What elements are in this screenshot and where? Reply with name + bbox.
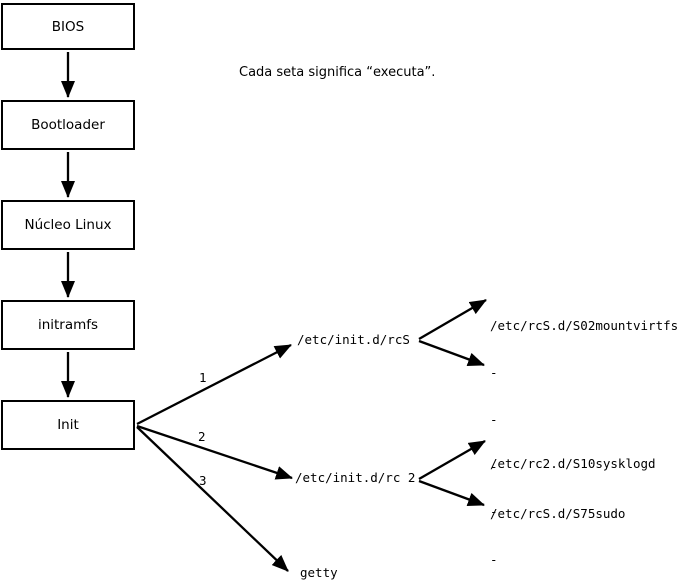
node-bootloader: Bootloader <box>1 100 135 150</box>
ellipsis-dash: - <box>490 552 498 567</box>
node-init: Init <box>1 400 135 450</box>
rc2-script-list: /etc/rc2.d/S10sysklogd - - - /etc/rc2.d/… <box>490 425 656 583</box>
arrow-rc2-to-last-script <box>418 479 485 507</box>
label-init-d-rc2: /etc/init.d/rc 2 <box>295 470 416 485</box>
ellipsis-dash: - <box>490 365 498 380</box>
branch-order-1: 1 <box>199 370 207 385</box>
rc2-first-script: /etc/rc2.d/S10sysklogd <box>490 456 656 471</box>
arrow-rcs-to-first-script <box>418 299 487 340</box>
arrow-rc2-to-first-script <box>418 440 486 480</box>
node-kernel: Núcleo Linux <box>1 200 135 250</box>
arrow-rcs-to-last-script <box>418 339 485 367</box>
ellipsis-dash: - <box>490 412 498 427</box>
rcs-script-list: /etc/rcS.d/S02mountvirtfs - - - /etc/rcS… <box>490 287 678 552</box>
arrow-init-to-rcs <box>136 343 292 426</box>
arrow-init-to-rc2 <box>136 424 293 480</box>
label-getty: getty <box>300 565 338 580</box>
legend-note: Cada seta significa “executa”. <box>239 65 436 80</box>
label-init-d-rcs: /etc/init.d/rcS <box>297 332 410 347</box>
branch-order-3: 3 <box>199 473 207 488</box>
branch-order-2: 2 <box>198 429 206 444</box>
ellipsis-dash: - <box>490 459 498 474</box>
rcs-first-script: /etc/rcS.d/S02mountvirtfs <box>490 318 679 333</box>
ellipsis-dash: - <box>490 504 498 519</box>
rcs-last-script: /etc/rcS.d/S75sudo <box>490 506 626 521</box>
node-initramfs: initramfs <box>1 300 135 350</box>
node-bios: BIOS <box>1 3 135 50</box>
arrow-init-to-getty <box>136 426 289 572</box>
